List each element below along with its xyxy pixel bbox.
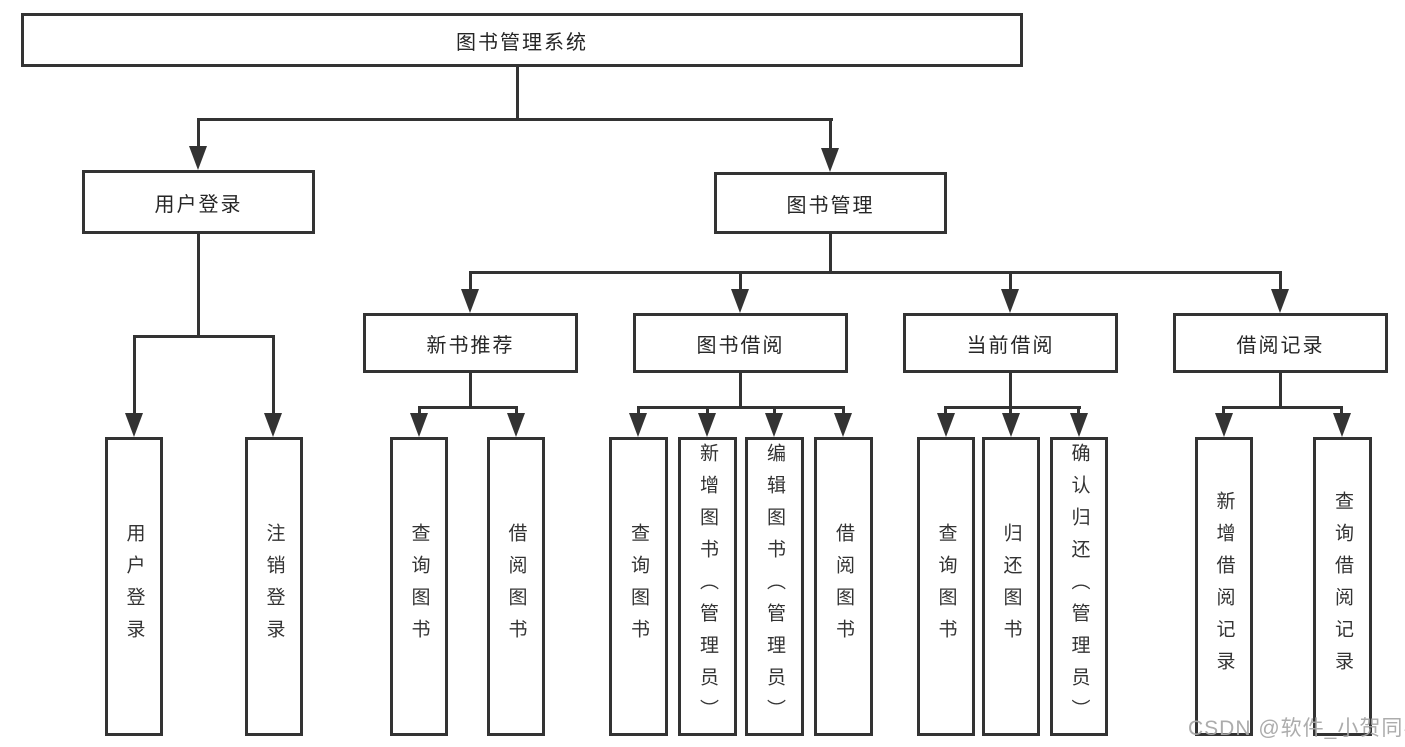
arrowhead-icon bbox=[125, 413, 143, 437]
leaf-add-borrow-record-label: 新增借阅记录 bbox=[1213, 490, 1235, 683]
arrowhead-icon bbox=[765, 413, 783, 437]
arrowhead-icon bbox=[731, 289, 749, 313]
connector-line bbox=[272, 335, 275, 415]
connector-line bbox=[133, 335, 136, 415]
connector-line bbox=[418, 406, 421, 415]
leaf-add-borrow-record: 新增借阅记录 bbox=[1195, 437, 1253, 736]
leaf-borrow-books-recommend-label: 借阅图书 bbox=[505, 522, 527, 651]
leaf-query-books-recommend-label: 查询图书 bbox=[408, 522, 430, 651]
node-library-system-label: 图书管理系统 bbox=[456, 31, 588, 54]
node-user-login-label: 用户登录 bbox=[154, 193, 243, 216]
leaf-confirm-return-admin-label: 确认归还（管理员） bbox=[1068, 442, 1090, 731]
leaf-borrow-books-recommend: 借阅图书 bbox=[487, 437, 545, 736]
arrowhead-icon bbox=[1271, 289, 1289, 313]
leaf-return-book-label: 归还图书 bbox=[1000, 522, 1022, 651]
arrowhead-icon bbox=[507, 413, 525, 437]
connector-line bbox=[842, 406, 845, 415]
connector-line bbox=[739, 373, 742, 406]
leaf-user-login: 用户登录 bbox=[105, 437, 163, 736]
arrowhead-icon bbox=[264, 413, 282, 437]
node-current-borrowing: 当前借阅 bbox=[903, 313, 1118, 373]
arrowhead-icon bbox=[1001, 289, 1019, 313]
node-book-borrowing: 图书借阅 bbox=[633, 313, 848, 373]
arrowhead-icon bbox=[1002, 413, 1020, 437]
connector-line bbox=[1077, 406, 1080, 415]
node-book-borrowing-label: 图书借阅 bbox=[696, 334, 785, 357]
connector-line bbox=[773, 406, 776, 415]
arrowhead-icon bbox=[1215, 413, 1233, 437]
node-borrow-records: 借阅记录 bbox=[1173, 313, 1388, 373]
connector-line bbox=[739, 271, 742, 289]
leaf-query-borrow-record-label: 查询借阅记录 bbox=[1332, 490, 1353, 683]
connector-line bbox=[133, 335, 275, 338]
leaf-borrow-books: 借阅图书 bbox=[814, 437, 873, 736]
connector-line bbox=[197, 118, 833, 121]
arrowhead-icon bbox=[834, 413, 852, 437]
arrowhead-icon bbox=[410, 413, 428, 437]
leaf-add-book-admin-label: 新增图书（管理员） bbox=[697, 442, 718, 731]
leaf-edit-book-admin-label: 编辑图书（管理员） bbox=[764, 442, 785, 731]
connector-line bbox=[197, 234, 200, 335]
connector-line bbox=[1009, 271, 1012, 289]
connector-line bbox=[469, 373, 472, 406]
leaf-logout: 注销登录 bbox=[245, 437, 303, 736]
connector-line bbox=[1279, 373, 1282, 406]
connector-line bbox=[1222, 406, 1225, 415]
csdn-watermark: CSDN @软件_小贺同学 bbox=[1188, 717, 1405, 740]
leaf-query-books-recommend: 查询图书 bbox=[390, 437, 448, 736]
connector-line bbox=[829, 234, 832, 271]
connector-line bbox=[469, 271, 472, 289]
arrowhead-icon bbox=[189, 146, 207, 170]
node-new-book-recommend-label: 新书推荐 bbox=[426, 334, 515, 357]
arrowhead-icon bbox=[937, 413, 955, 437]
leaf-query-books-current: 查询图书 bbox=[917, 437, 975, 736]
arrowhead-icon bbox=[461, 289, 479, 313]
connector-line bbox=[829, 118, 832, 150]
connector-line bbox=[515, 406, 518, 415]
connector-line bbox=[637, 406, 845, 409]
arrowhead-icon bbox=[698, 413, 716, 437]
connector-line bbox=[1009, 406, 1012, 415]
connector-line bbox=[469, 271, 1282, 274]
connector-line bbox=[197, 118, 200, 148]
leaf-borrow-books-label: 借阅图书 bbox=[833, 522, 854, 651]
connector-line bbox=[516, 67, 519, 118]
connector-line bbox=[944, 406, 947, 415]
node-borrow-records-label: 借阅记录 bbox=[1236, 334, 1325, 357]
connector-line bbox=[944, 406, 1081, 409]
leaf-confirm-return-admin: 确认归还（管理员） bbox=[1050, 437, 1108, 736]
leaf-user-login-label: 用户登录 bbox=[123, 522, 145, 651]
arrowhead-icon bbox=[629, 413, 647, 437]
node-library-system: 图书管理系统 bbox=[21, 13, 1023, 67]
node-new-book-recommend: 新书推荐 bbox=[363, 313, 578, 373]
node-current-borrowing-label: 当前借阅 bbox=[966, 334, 1055, 357]
leaf-return-book: 归还图书 bbox=[982, 437, 1040, 736]
node-user-login: 用户登录 bbox=[82, 170, 315, 234]
leaf-add-book-admin: 新增图书（管理员） bbox=[678, 437, 737, 736]
connector-line bbox=[1340, 406, 1343, 415]
leaf-query-books-borrowing-label: 查询图书 bbox=[628, 522, 649, 651]
arrowhead-icon bbox=[1333, 413, 1351, 437]
leaf-query-books-borrowing: 查询图书 bbox=[609, 437, 668, 736]
node-book-management: 图书管理 bbox=[714, 172, 947, 234]
leaf-logout-label: 注销登录 bbox=[263, 522, 285, 651]
node-book-management-label: 图书管理 bbox=[786, 194, 875, 217]
leaf-query-books-current-label: 查询图书 bbox=[935, 522, 957, 651]
leaf-edit-book-admin: 编辑图书（管理员） bbox=[745, 437, 804, 736]
connector-line bbox=[1222, 406, 1343, 409]
connector-line bbox=[1279, 271, 1282, 289]
connector-line bbox=[706, 406, 709, 415]
arrowhead-icon bbox=[821, 148, 839, 172]
connector-line bbox=[637, 406, 640, 415]
connector-line bbox=[418, 406, 518, 409]
leaf-query-borrow-record: 查询借阅记录 bbox=[1313, 437, 1372, 736]
connector-line bbox=[1009, 373, 1012, 406]
arrowhead-icon bbox=[1070, 413, 1088, 437]
